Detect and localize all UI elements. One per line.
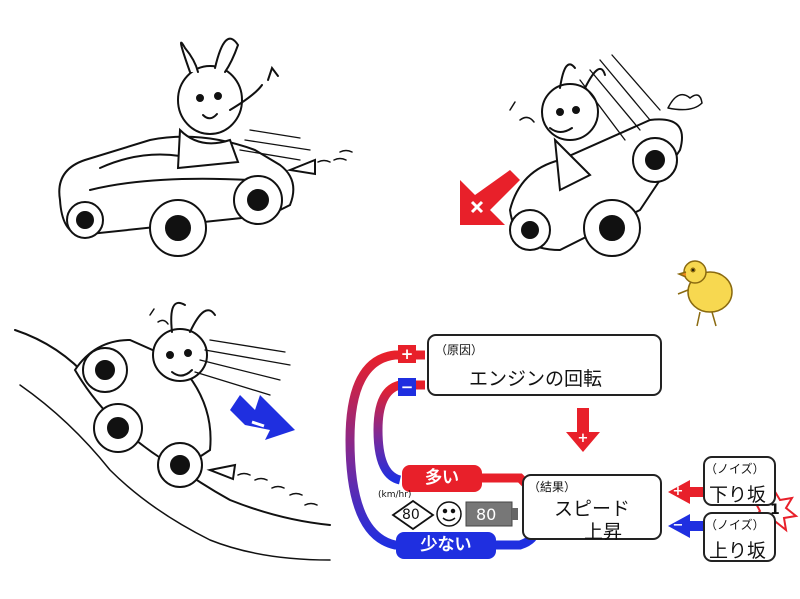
- rabbit-car-uphill-icon: [508, 54, 703, 257]
- noise-down-text: 下り坂: [709, 484, 767, 506]
- result-line1: スピード: [554, 498, 631, 520]
- noise-up-arrow-icon: [668, 514, 710, 538]
- noise-down-arrow-icon: [668, 480, 710, 504]
- more-label: 多い: [402, 465, 482, 492]
- minus-badge-noise: −: [672, 518, 684, 533]
- battery-meter-icon: [465, 501, 518, 527]
- noise-up-box: （ノイズ） 上り坂: [703, 512, 776, 562]
- minus-badge: −: [398, 378, 416, 396]
- cause-tag: （原因）: [435, 343, 484, 357]
- feedback-loop-inner: [373, 380, 425, 485]
- smiley-face-icon: [436, 501, 462, 527]
- blue-arrow-increase-icon: [230, 395, 295, 440]
- red-arrow-decrease-icon: [460, 170, 520, 225]
- less-label: 少ない: [396, 532, 496, 559]
- plus-badge-noise: +: [672, 484, 684, 499]
- rabbit-car-cruising-icon: [58, 37, 353, 257]
- feedback-loop-outer: [345, 350, 425, 550]
- noise-down-box: （ノイズ） 下り坂: [703, 456, 776, 506]
- noise-up-tag: （ノイズ）: [705, 518, 765, 532]
- result-box: （結果） スピード 上昇: [522, 474, 662, 543]
- rabbit-car-downhill-icon: [14, 301, 331, 561]
- noise-down-tag: （ノイズ）: [705, 462, 765, 476]
- plus-badge-arrow: +: [577, 431, 589, 446]
- speed-meter-value: 80: [476, 505, 497, 524]
- noise-up-text: 上り坂: [709, 540, 767, 562]
- speed-sign-value: 80: [402, 507, 420, 523]
- cause-box: （原因） エンジンの回転: [427, 334, 662, 396]
- speed-sign-icon: [391, 499, 435, 531]
- speed-unit: (km/hr): [378, 490, 412, 500]
- result-tag: （結果）: [528, 480, 577, 494]
- plus-badge: +: [398, 345, 416, 363]
- burst-number: 1: [770, 502, 780, 518]
- result-line2: 上昇: [584, 521, 623, 543]
- cause-to-result-arrow-icon: [566, 408, 600, 452]
- cause-text: エンジンの回転: [469, 368, 603, 390]
- chick-icon: [676, 260, 733, 327]
